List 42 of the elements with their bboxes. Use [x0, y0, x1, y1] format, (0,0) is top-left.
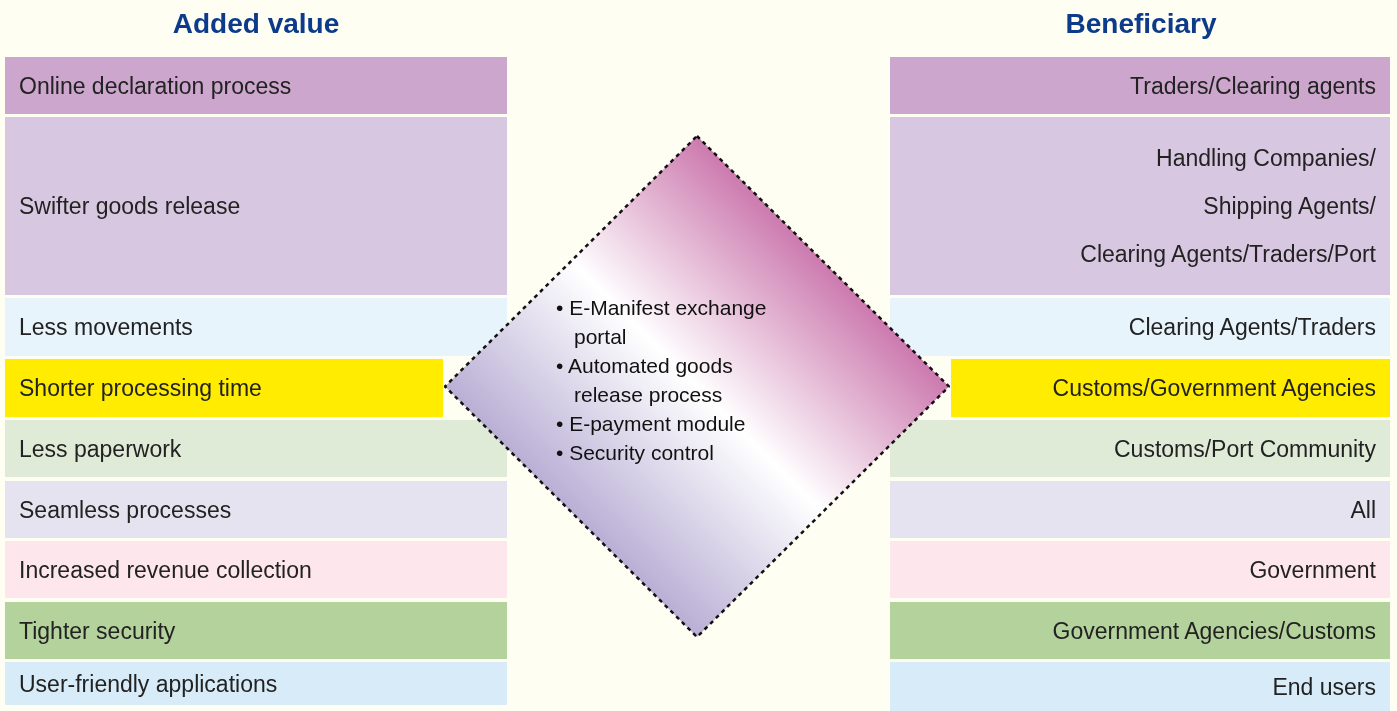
row-text: Seamless processes — [19, 495, 232, 524]
row-text: Less movements — [19, 313, 193, 341]
table-row — [5, 298, 507, 356]
row-text: All — [1350, 495, 1376, 524]
table-row — [890, 298, 1390, 356]
table-row — [890, 602, 1390, 659]
row-text: Clearing Agents/Traders — [1128, 313, 1376, 341]
bullet-item: • E-payment module — [556, 411, 747, 437]
row-text: Traders/Clearing agents — [1130, 71, 1376, 100]
table-row — [890, 57, 1390, 114]
table-row — [890, 481, 1390, 538]
row-text: Shorter processing time — [19, 374, 262, 402]
row-text: Handling Companies/ Shipping Agents/ Clearing Agents/Traders/Port — [1079, 144, 1376, 269]
bullet-item: • E-Manifest exchange portal — [556, 295, 768, 350]
row-text: Government — [1249, 555, 1376, 584]
row-text: Customs/Government Agencies — [1052, 374, 1376, 402]
row-text: End users — [1272, 672, 1376, 701]
row-text: Customs/Port Community — [1114, 434, 1376, 463]
row-text: User-friendly applications — [19, 669, 278, 698]
bullet-item: • Security control — [556, 440, 715, 466]
table-row — [5, 359, 443, 417]
bullet-item: • Automated goods release process — [556, 353, 734, 408]
table-row — [5, 117, 507, 295]
table-row — [890, 420, 1390, 477]
column-heading: Added value — [171, 8, 341, 40]
table-row — [5, 602, 507, 659]
table-row — [5, 57, 507, 114]
row-text: Less paperwork — [19, 434, 182, 463]
column-heading: Beneficiary — [1064, 8, 1218, 40]
row-text: Online declaration process — [19, 71, 292, 100]
table-row — [890, 662, 1390, 711]
row-text: Tighter security — [19, 616, 176, 645]
table-row — [951, 359, 1390, 417]
table-row — [5, 481, 507, 538]
table-row — [5, 541, 507, 598]
table-row — [5, 420, 507, 477]
table-row — [890, 541, 1390, 598]
table-row — [5, 662, 507, 705]
row-text: Swifter goods release — [19, 192, 241, 221]
table-row — [890, 117, 1390, 295]
row-text: Government Agencies/Customs — [1052, 616, 1376, 645]
row-text: Increased revenue collection — [19, 555, 312, 584]
